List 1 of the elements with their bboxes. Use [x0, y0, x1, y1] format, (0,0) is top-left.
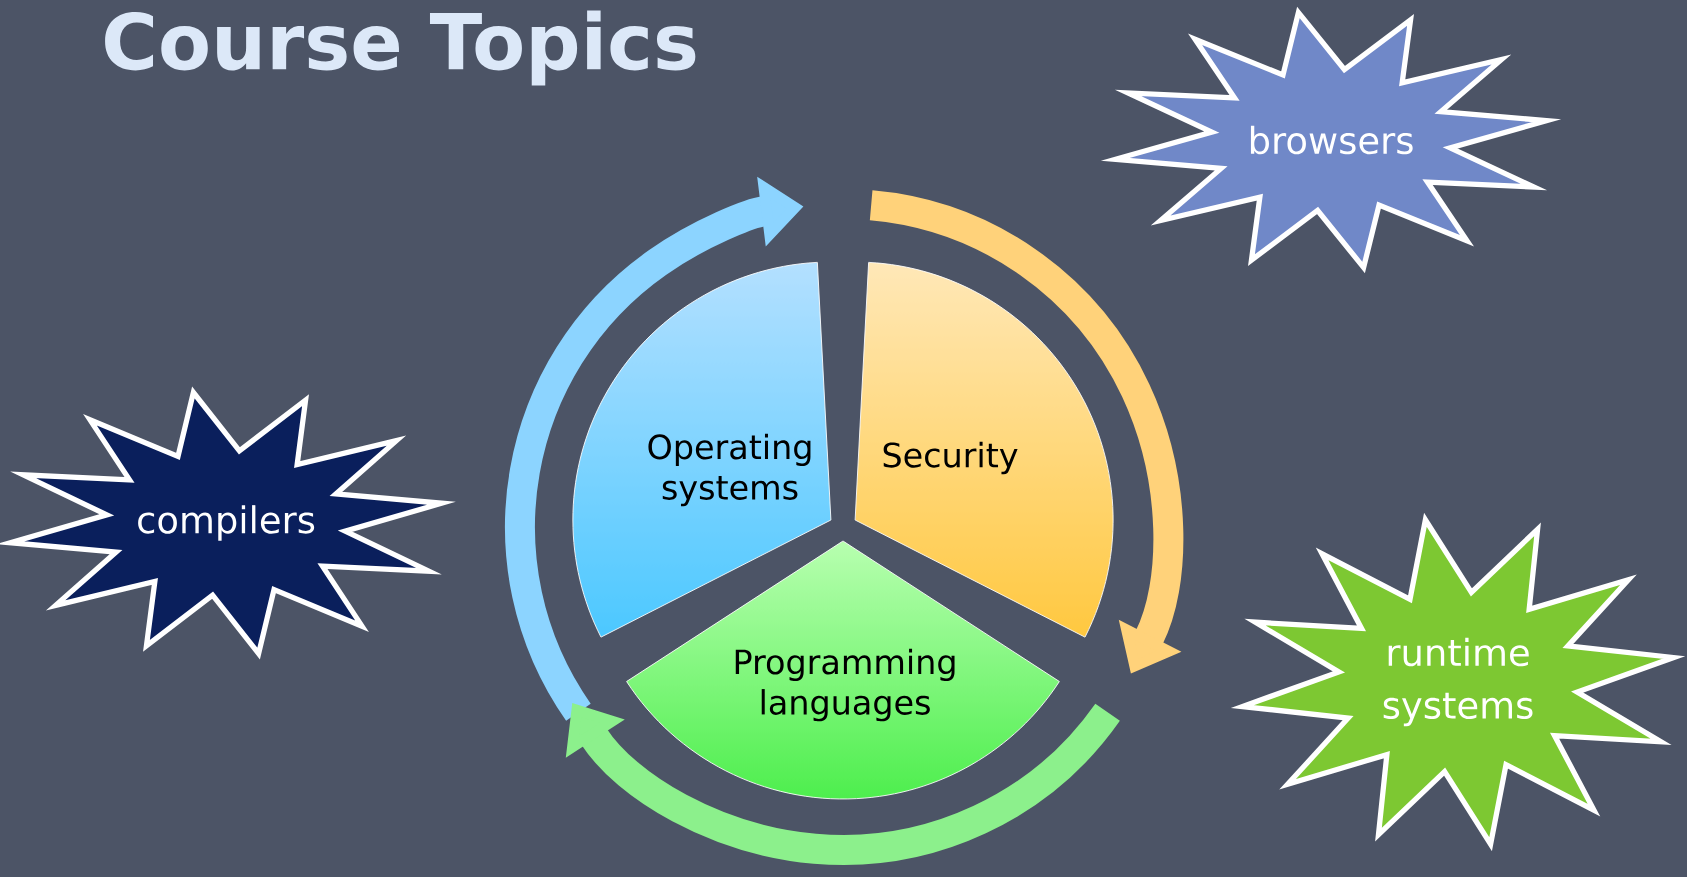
- title: Course Topics: [105, 10, 696, 86]
